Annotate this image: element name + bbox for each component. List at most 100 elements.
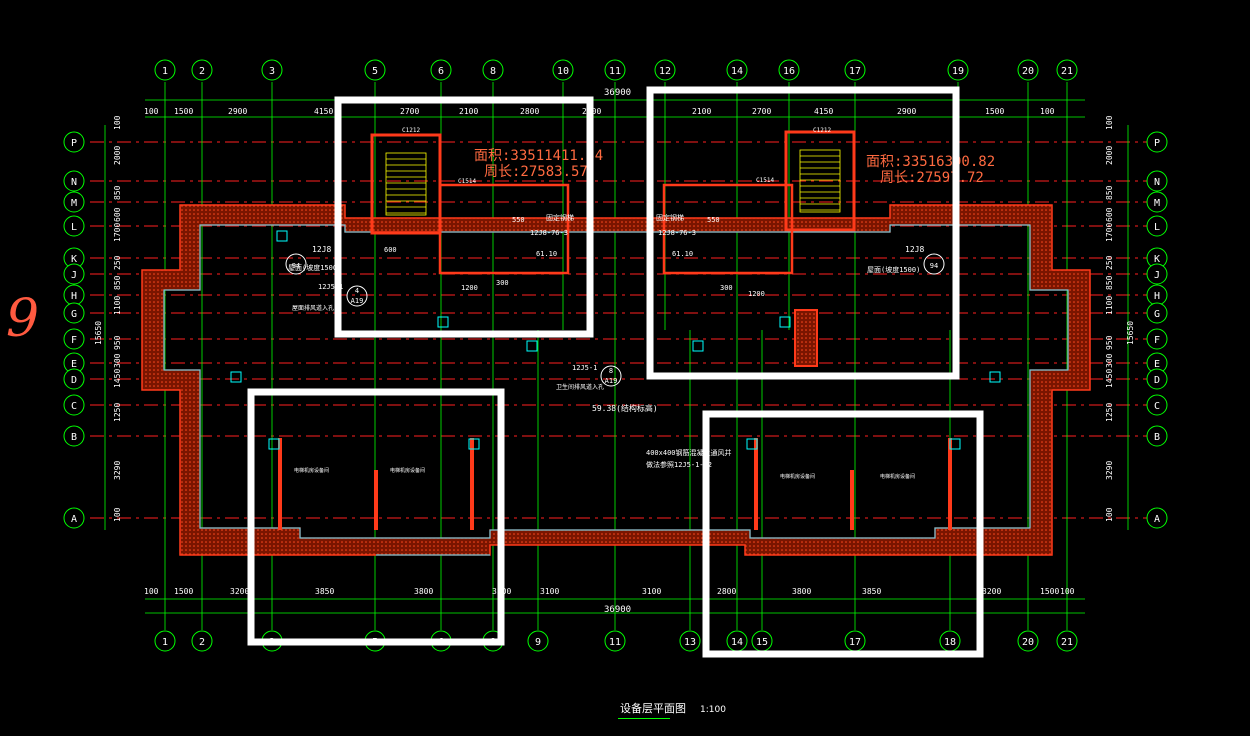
grid-bubble-left — [63, 170, 85, 192]
grid-bubble-top-label: 6 — [438, 66, 444, 77]
floor-drain — [276, 230, 288, 242]
grid-bubble-top-label: 19 — [952, 66, 964, 77]
dim-text-left: 850 — [113, 275, 122, 290]
detail-a-right: 94 — [930, 262, 938, 270]
dim-text-top: 2900 — [897, 107, 916, 116]
grid-bubble-bottom — [1017, 630, 1039, 652]
grid-bubble-right-label: C — [1154, 401, 1160, 412]
floor-drain — [230, 371, 242, 383]
dim-text-right: 600 — [1105, 207, 1114, 222]
grid-bubble-bottom-label: 20 — [1022, 637, 1034, 648]
grid-bubble-bottom-label: 21 — [1061, 637, 1073, 648]
grid-bubble-top — [1056, 59, 1078, 81]
dim-text-left: 2000 — [113, 146, 122, 165]
highlight-box-left-stair[interactable] — [334, 96, 594, 338]
grid-bubble-top-label: 8 — [490, 66, 496, 77]
dim-600: 600 — [384, 246, 397, 254]
dim-text-top: 4150 — [814, 107, 833, 116]
grid-bubble-right-label: A — [1154, 514, 1160, 525]
dim-text-right: 1450 — [1105, 369, 1114, 388]
detail-b-left: 4 — [355, 287, 359, 295]
grid-bubble-top-label: 20 — [1022, 66, 1034, 77]
grid-bubble-top-label: 1 — [162, 66, 168, 77]
grid-bubble-right — [1146, 131, 1168, 153]
dim-text-top: 1500 — [985, 107, 1004, 116]
grid-bubble-bottom — [1056, 630, 1078, 652]
highlight-box-left-room[interactable] — [247, 388, 505, 646]
grid-bubble-top-label: 5 — [372, 66, 378, 77]
title-underline — [618, 718, 670, 719]
grid-bubble-bottom — [604, 630, 626, 652]
grid-bubble-right — [1146, 507, 1168, 529]
grid-bubble-left-label: L — [71, 222, 77, 233]
equip-right: 固定钢梯 — [656, 213, 684, 222]
dim-text-bottom: 3200 — [230, 587, 249, 596]
grid-bubble-top — [654, 59, 676, 81]
elev-right: 61.10 — [672, 250, 693, 258]
dim-text-left: 1450 — [113, 369, 122, 388]
grid-bubble-right-label: G — [1154, 309, 1160, 320]
grid-bubble-top-label: 14 — [731, 66, 743, 77]
slope-ref-right: 12J8 — [905, 245, 924, 254]
grid-bubble-top — [552, 59, 574, 81]
dim-text-right: 850 — [1105, 275, 1114, 290]
dim-text-top: 100 — [144, 107, 159, 116]
dim-text-top: 4150 — [314, 107, 333, 116]
dim-text-left: 600 — [113, 207, 122, 222]
grid-bubble-right-label: P — [1154, 138, 1160, 149]
dim-text-right: 300 — [1105, 353, 1114, 368]
grid-bubble-top — [604, 59, 626, 81]
grid-bubble-right — [1146, 328, 1168, 350]
dim-text-right: 2000 — [1105, 146, 1114, 165]
grid-bubble-right — [1146, 191, 1168, 213]
area-right: 面积:33516390.82 — [866, 154, 995, 170]
grid-bubble-top — [364, 59, 386, 81]
dim-text-top: 2900 — [228, 107, 247, 116]
dim-text-bottom: 3100 — [540, 587, 559, 596]
dim-text-top: 2800 — [520, 107, 539, 116]
dim-1200-left: 1200 — [461, 284, 478, 292]
grid-bubble-left — [63, 368, 85, 390]
grid-bubble-top-label: 21 — [1061, 66, 1073, 77]
grid-bubble-top-label: 12 — [659, 66, 671, 77]
grid-bubble-right — [1146, 302, 1168, 324]
grid-bubble-top — [778, 59, 800, 81]
grid-bubble-left-label: G — [71, 309, 77, 320]
dim-550-left: 550 — [512, 216, 525, 224]
grid-bubble-right — [1146, 170, 1168, 192]
grid-bubble-left — [63, 215, 85, 237]
drawing-scale: 1:100 — [700, 705, 726, 715]
center-note: 卫生间排风道入孔 — [556, 383, 604, 391]
room-label: 电梯机房设备间 — [880, 473, 915, 480]
grid-bubble-top — [844, 59, 866, 81]
floor-drain — [692, 340, 704, 352]
dim-text-left: 3290 — [113, 461, 122, 480]
grid-bubble-top-label: 16 — [783, 66, 795, 77]
grid-bubble-right-label: E — [1154, 359, 1160, 370]
dim-text-left: 1100 — [113, 296, 122, 315]
grid-bubble-bottom-label: 13 — [684, 637, 696, 648]
grid-bubble-top — [430, 59, 452, 81]
dim-text-bottom: 3100 — [642, 587, 661, 596]
center-detail-bubble — [600, 365, 622, 387]
parapet-inner-line — [163, 224, 1069, 539]
dim-text-bottom: 3850 — [862, 587, 881, 596]
stair-core-right — [784, 130, 856, 232]
grid-bubble-left — [63, 507, 85, 529]
grid-bubble-top — [947, 59, 969, 81]
grid-bubble-right-label: F — [1154, 335, 1160, 346]
grid-bubble-right-label: B — [1154, 432, 1160, 443]
dim-text-right: 3290 — [1105, 461, 1114, 480]
dim-text-left: 100 — [113, 115, 122, 130]
dim-300-right: 300 — [720, 284, 733, 292]
grid-bubble-top — [191, 59, 213, 81]
vent-shaft — [794, 309, 818, 367]
dim-text-left: 300 — [113, 353, 122, 368]
annotations: 面积:33511411.34周长:27583.57面积:33516390.82周… — [230, 127, 1001, 480]
grid-bubble-right-label: L — [1154, 222, 1160, 233]
grid-bubble-bottom-label: 15 — [756, 637, 768, 648]
highlight-box-right-stair[interactable] — [646, 86, 960, 380]
highlight-box-right-room[interactable] — [702, 410, 984, 658]
dim-text-left: 950 — [113, 335, 122, 350]
